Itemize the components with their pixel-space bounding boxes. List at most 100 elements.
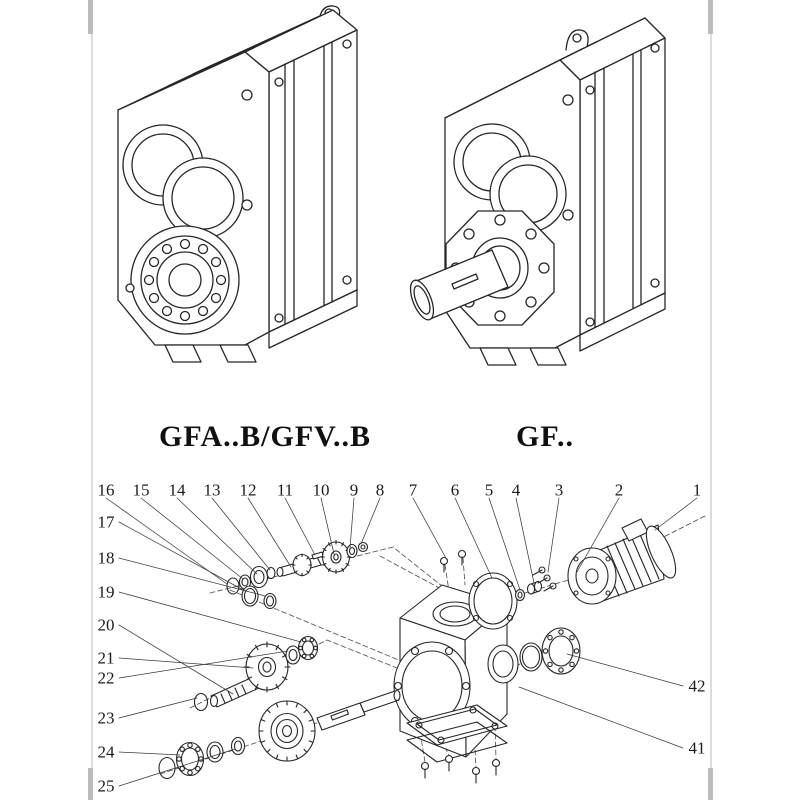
part-number-7: 7 [408, 480, 418, 500]
page-left-edge [91, 0, 93, 800]
bolt-hole [585, 85, 595, 95]
keyway [330, 709, 350, 721]
bolt-hole [562, 94, 574, 106]
retaining-ring [519, 642, 543, 672]
part-number-6: 6 [450, 480, 460, 500]
part-number-1: 1 [692, 480, 702, 500]
side-slab [244, 9, 358, 349]
bolt-hole [125, 283, 135, 293]
part-number-20: 20 [97, 615, 115, 635]
washer [346, 543, 358, 559]
flange-bolt-hole [525, 228, 537, 240]
circlip [158, 756, 176, 780]
output-shaft [316, 689, 401, 731]
part-number-2: 2 [614, 480, 624, 500]
cover-plate [406, 704, 508, 746]
scan-artifact [88, 768, 93, 800]
output-bearing-right [541, 627, 581, 675]
mounting-feet [479, 347, 567, 366]
front-face [117, 51, 270, 346]
housing-bolt-hole [461, 681, 471, 691]
part-number-9: 9 [349, 480, 359, 500]
model-label-left: GFA..B/GFV..B [159, 420, 371, 453]
output-shaft [409, 249, 509, 321]
output-shaft-parts [158, 689, 401, 780]
seal-ring [263, 592, 277, 610]
cover-bolts [420, 754, 501, 784]
part-number-16: 16 [97, 480, 115, 500]
part-number-23: 23 [97, 708, 115, 728]
slab-ribs [594, 49, 642, 328]
housing-bolt-hole [410, 646, 420, 656]
bolt-hole [650, 43, 660, 53]
part-number-19: 19 [97, 582, 115, 602]
scan-artifact [708, 0, 713, 34]
spacer-ring [514, 588, 526, 602]
gearbox-drawing-gf [409, 17, 666, 366]
mounting-feet [164, 344, 257, 363]
bolt-hole [342, 275, 352, 285]
intermediate-shaft-parts [193, 635, 319, 712]
flange-screws [532, 566, 557, 592]
part-number-8: 8 [375, 480, 385, 500]
part-number-11: 11 [276, 480, 294, 500]
flange-bolt-hole [494, 310, 506, 322]
slab-ribs [284, 41, 333, 325]
part-number-15: 15 [132, 480, 150, 500]
circlip [193, 692, 209, 712]
bolt-hole [342, 39, 352, 49]
bolt-hole [241, 89, 253, 101]
gearbox-drawing-gfab-gfvb [117, 5, 358, 363]
base-band [268, 289, 358, 349]
output-bearing [130, 225, 240, 335]
part-number-41: 41 [688, 738, 706, 758]
spline-hatch [220, 684, 247, 704]
part-number-12: 12 [239, 480, 257, 500]
scan-artifact [88, 0, 93, 34]
flange-bolt-hole [538, 262, 550, 274]
part-number-17: 17 [97, 512, 115, 532]
side-slab [559, 17, 666, 352]
input-shaft-parts [226, 539, 369, 610]
bolt-hole [274, 77, 284, 87]
cover-gasket [406, 721, 508, 763]
part-number-25: 25 [97, 776, 115, 796]
model-label-right: GF.. [516, 420, 574, 453]
input-gasket [468, 572, 518, 630]
part-number-5: 5 [484, 480, 494, 500]
bolt-hole [562, 209, 574, 221]
exploded-parts-diagram [105, 497, 706, 787]
scan-artifact [708, 768, 713, 800]
part-number-21: 21 [97, 648, 115, 668]
part-number-18: 18 [97, 548, 115, 568]
bushing [526, 580, 543, 595]
leader-lines [105, 497, 698, 787]
eyebolt-hole [572, 33, 582, 43]
part-number-3: 3 [554, 480, 564, 500]
lock-nut [357, 541, 369, 553]
eyebolt-boss [565, 29, 589, 51]
spacer-ring [285, 645, 301, 665]
motor [567, 518, 677, 605]
part-number-10: 10 [312, 480, 330, 500]
housing-screws [439, 549, 467, 573]
bolt-hole [585, 317, 595, 327]
bolt-hole [241, 199, 253, 211]
keyway [451, 273, 479, 290]
part-number-24: 24 [97, 742, 115, 762]
housing-bolt-hole [444, 646, 454, 656]
bolt-hole [274, 313, 284, 323]
part-number-14: 14 [168, 480, 186, 500]
flange-bolt-hole [525, 296, 537, 308]
front-face [409, 59, 581, 349]
output-gear [258, 700, 316, 762]
part-number-42: 42 [688, 676, 706, 696]
part-number-4: 4 [511, 480, 521, 500]
bolt-hole [650, 278, 660, 288]
base-band [579, 292, 666, 352]
bearing-balls [143, 238, 227, 322]
bearing [297, 635, 319, 661]
bearing [249, 565, 269, 589]
housing-bolt-hole [393, 681, 403, 691]
motor-end-cap [645, 525, 677, 579]
